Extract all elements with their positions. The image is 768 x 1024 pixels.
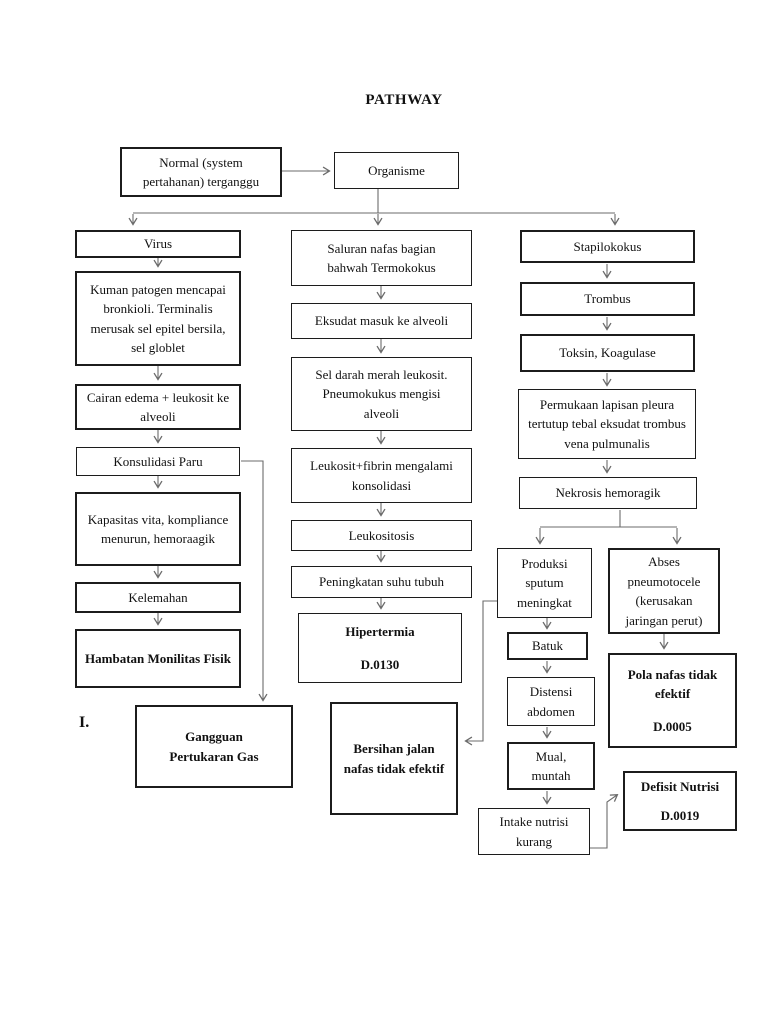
node-abses-pneumotocele-label: Abses pneumotocele (kerusakan jaringan p…: [625, 554, 703, 628]
node-mual-muntah: Mual, muntah: [507, 742, 595, 790]
node-sel-darah: Sel darah merah leukosit. Pneumokukus me…: [291, 357, 472, 431]
node-eksudat: Eksudat masuk ke alveoli: [291, 303, 472, 339]
node-hipertermia: Hipertermia D.0130: [298, 613, 462, 683]
node-permukaan-pleura-label: Permukaan lapisan pleura tertutup tebal …: [528, 396, 686, 451]
node-kelemahan: Kelemahan: [75, 582, 241, 613]
node-cairan-edema-label: Cairan edema + leukosit ke alveoli: [86, 389, 230, 425]
node-cairan-edema: Cairan edema + leukosit ke alveoli: [75, 384, 241, 430]
node-intake-nutrisi: Intake nutrisi kurang: [478, 808, 590, 855]
node-trombus-label: Trombus: [584, 291, 631, 307]
node-organisme-label: Organisme: [368, 162, 425, 178]
node-trombus: Trombus: [520, 282, 695, 316]
node-gangguan-pertukaran-gas-label: Gangguan Pertukaran Gas: [169, 729, 259, 764]
node-konsulidasi-paru: Konsulidasi Paru: [76, 447, 240, 476]
node-saluran-nafas: Saluran nafas bagian bahwah Termokokus: [291, 230, 472, 286]
node-virus: Virus: [75, 230, 241, 258]
node-permukaan-pleura: Permukaan lapisan pleura tertutup tebal …: [518, 389, 696, 459]
node-konsulidasi-paru-label: Konsulidasi Paru: [113, 453, 203, 469]
node-hambatan-monilitas-label: Hambatan Monilitas Fisik: [85, 650, 231, 666]
node-normal-system-label: Normal (system pertahanan) terganggu: [142, 154, 260, 190]
node-gangguan-pertukaran-gas: Gangguan Pertukaran Gas: [135, 705, 293, 788]
node-pola-nafas: Pola nafas tidak efektif D.0005: [608, 653, 737, 748]
node-produksi-sputum-label: Produksi sputum meningkat: [517, 555, 572, 610]
node-batuk: Batuk: [507, 632, 588, 660]
node-distensi-abdomen: Distensi abdomen: [507, 677, 595, 726]
node-bersihan-jalan-nafas: Bersihan jalan nafas tidak efektif: [330, 702, 458, 815]
node-organisme: Organisme: [334, 152, 459, 189]
node-virus-label: Virus: [143, 236, 173, 252]
node-nekrosis: Nekrosis hemoragik: [519, 477, 697, 509]
node-produksi-sputum: Produksi sputum meningkat: [497, 548, 592, 618]
node-abses-pneumotocele: Abses pneumotocele (kerusakan jaringan p…: [608, 548, 720, 634]
node-defisit-nutrisi-label: Defisit Nutrisi: [640, 779, 720, 794]
page-title: PATHWAY: [365, 92, 443, 108]
node-defisit-nutrisi-code: D.0019: [660, 807, 700, 823]
node-leukosit-fibrin-label: Leukosit+fibrin mengalami konsolidasi: [310, 458, 453, 493]
node-leukositosis: Leukositosis: [291, 520, 472, 551]
node-peningkatan-suhu-label: Peningkatan suhu tubuh: [319, 574, 444, 590]
node-leukositosis-label: Leukositosis: [348, 527, 415, 543]
node-distensi-abdomen-label: Distensi abdomen: [527, 684, 575, 719]
node-kelemahan-label: Kelemahan: [128, 589, 188, 605]
node-normal-system: Normal (system pertahanan) terganggu: [120, 147, 282, 197]
node-mual-muntah-label: Mual, muntah: [531, 748, 571, 784]
node-hambatan-monilitas: Hambatan Monilitas Fisik: [75, 629, 241, 688]
node-defisit-nutrisi: Defisit Nutrisi D.0019: [623, 771, 737, 831]
node-pola-nafas-code: D.0005: [653, 718, 692, 734]
node-eksudat-label: Eksudat masuk ke alveoli: [314, 313, 449, 329]
node-stapilokokus-label: Stapilokokus: [573, 238, 642, 254]
node-hipertermia-label: Hipertermia: [345, 624, 415, 639]
node-nekrosis-label: Nekrosis hemoragik: [555, 485, 661, 501]
node-hipertermia-code: D.0130: [360, 656, 400, 672]
node-leukosit-fibrin: Leukosit+fibrin mengalami konsolidasi: [291, 448, 472, 503]
node-kuman-patogen: Kuman patogen mencapai bronkioli. Termin…: [75, 271, 241, 366]
node-kuman-patogen-label: Kuman patogen mencapai bronkioli. Termin…: [90, 281, 226, 356]
node-batuk-label: Batuk: [531, 638, 564, 654]
node-toksin-koagulase-label: Toksin, Koagulase: [559, 345, 656, 361]
node-sel-darah-label: Sel darah merah leukosit. Pneumokukus me…: [315, 366, 448, 421]
node-kapasitas-vita: Kapasitas vita, kompliance menurun, hemo…: [75, 492, 241, 566]
node-pola-nafas-label: Pola nafas tidak efektif: [627, 666, 718, 702]
node-toksin-koagulase: Toksin, Koagulase: [520, 334, 695, 372]
node-stapilokokus: Stapilokokus: [520, 230, 695, 263]
node-intake-nutrisi-label: Intake nutrisi kurang: [499, 814, 569, 849]
section-label: I.: [79, 714, 90, 731]
node-bersihan-jalan-nafas-label: Bersihan jalan nafas tidak efektif: [343, 741, 445, 776]
node-saluran-nafas-label: Saluran nafas bagian bahwah Termokokus: [327, 240, 436, 276]
node-kapasitas-vita-label: Kapasitas vita, kompliance menurun, hemo…: [87, 511, 229, 547]
node-peningkatan-suhu: Peningkatan suhu tubuh: [291, 566, 472, 598]
